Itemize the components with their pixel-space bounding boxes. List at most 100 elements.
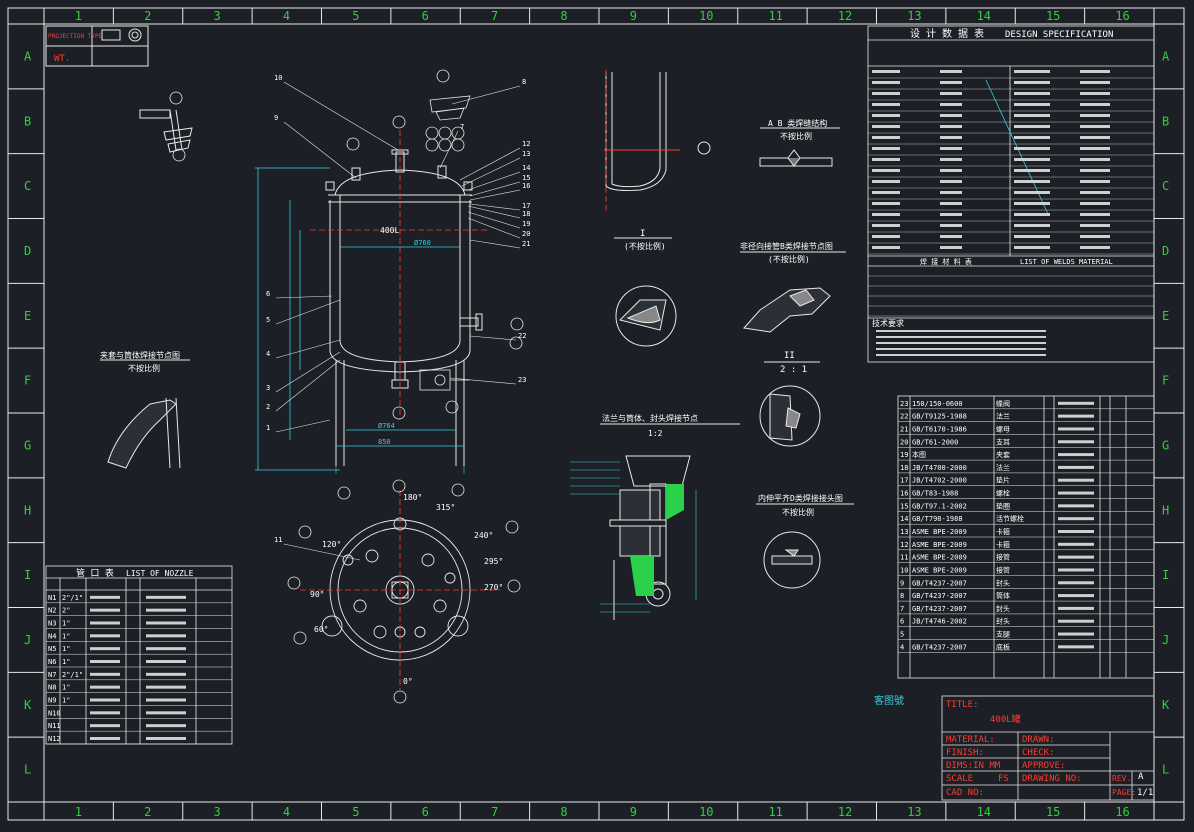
parts-row-mark [1058, 414, 1094, 418]
spec-text-mark [1014, 180, 1050, 183]
balloon-number: 17 [522, 202, 530, 210]
parts-row-std: JB/T4746-2002 [912, 618, 967, 626]
nozzle-row-id: N4 [48, 632, 56, 640]
column-number: 11 [768, 805, 782, 819]
spec-text-mark [1080, 81, 1110, 84]
nozzle-row-mark [90, 621, 120, 625]
finish-label: FINISH: [946, 748, 984, 758]
balloon-number: 18 [522, 210, 530, 218]
spec-text-mark [940, 147, 962, 150]
column-number: 4 [283, 9, 290, 23]
vessel-dimension-lines [255, 167, 464, 471]
column-number: 9 [630, 805, 637, 819]
parts-row-mark [1058, 606, 1094, 610]
nozzle-row-size: 1" [62, 645, 70, 653]
ab-weld-drawing [759, 149, 833, 167]
vessel-elevation [325, 149, 483, 466]
row-letter: I [1162, 568, 1169, 582]
spec-text-mark [1014, 158, 1050, 161]
spec-materials-header: 焊 接 材 料 表 [920, 257, 972, 266]
spec-text-mark [1014, 114, 1050, 117]
dim-760: Ø760 [414, 239, 431, 247]
angle-240: 240° [474, 531, 493, 540]
spec-text-mark [1080, 235, 1110, 238]
spec-text-mark [872, 81, 900, 84]
nozzle-row-mark [90, 595, 120, 599]
nozzle-row-mark [146, 634, 186, 638]
spec-text-mark [1014, 169, 1050, 172]
vessel-plan-view [321, 517, 471, 661]
column-number: 9 [630, 9, 637, 23]
flange-title: 法兰与筒体、封头焊接节点 [602, 413, 698, 423]
ab-weld-scale: 不按比例 [780, 131, 812, 141]
nozzle-row-mark [90, 711, 120, 715]
spec-text-mark [1080, 180, 1110, 183]
spec-text-mark [940, 169, 962, 172]
parts-row-std: GB/T61-2000 [912, 438, 958, 446]
parts-row-name: 垫片 [996, 476, 1010, 485]
column-number: 3 [213, 9, 220, 23]
row-letter: L [24, 763, 31, 777]
spec-text-mark [940, 246, 962, 249]
balloon-number: 6 [266, 290, 270, 298]
nozzle-row-mark [146, 711, 186, 715]
column-number: 14 [977, 805, 991, 819]
page-value: 1/1 [1137, 788, 1153, 798]
parts-row-no: 17 [900, 477, 908, 485]
design-spec-rows [868, 77, 1154, 317]
column-number: 13 [907, 9, 921, 23]
balloon-number: 9 [274, 114, 278, 122]
parts-row-mark [1058, 440, 1094, 444]
column-number: 10 [699, 9, 713, 23]
nozzle-row-mark [146, 621, 186, 625]
nozzle-row-size: 2"/1" [62, 594, 83, 602]
balloon-leader [275, 295, 333, 299]
row-letter: F [24, 374, 31, 388]
spec-text-mark [1014, 103, 1050, 106]
nozzle-row-size: 2"/1" [62, 671, 83, 679]
parts-row-std: ASME BPE-2009 [912, 554, 967, 562]
nozzle-row-size: 2" [62, 607, 70, 615]
balloon-number: 12 [522, 140, 530, 148]
row-letter: J [24, 633, 31, 647]
column-number: 3 [213, 805, 220, 819]
head-node-scale: 不按比例 [128, 363, 160, 373]
row-letter: A [24, 49, 32, 63]
angle-120: 120° [322, 540, 341, 549]
material-label: MATERIAL: [946, 735, 995, 745]
balloon-leader [275, 339, 341, 359]
parts-row-std: GB/T97.1-2002 [912, 502, 967, 510]
spec-text-mark [876, 354, 1046, 356]
nozzle-row-size: 1" [62, 684, 70, 692]
spec-text-mark [1080, 202, 1110, 205]
nozzle-row-mark [146, 737, 186, 740]
flange-dimensions [570, 461, 697, 613]
balloon-leader [275, 419, 331, 433]
angle-295: 295° [484, 557, 503, 566]
design-spec-table [867, 25, 1155, 363]
spec-text-mark [872, 202, 900, 205]
spec-text-mark [872, 136, 900, 139]
spec-text-mark [872, 147, 900, 150]
parts-row-std: GB/T4237-2007 [912, 643, 967, 651]
title-value: 400L罐 [990, 713, 1021, 725]
projection-type-label: PROJECTION TYPE [48, 33, 103, 40]
balloon-leader [451, 85, 521, 105]
spec-text-mark [876, 336, 1046, 338]
parts-row-name: 卡箍 [996, 527, 1010, 536]
balloon-number: 11 [274, 536, 282, 544]
nozzle-row-mark [90, 647, 120, 651]
balloon-leader [469, 189, 521, 201]
spec-text-mark [872, 213, 900, 216]
top-left-nozzle-detail [139, 109, 193, 153]
parts-row-no: 7 [900, 605, 904, 613]
parts-row-std: GB/T4237-2007 [912, 579, 967, 587]
parts-row-mark [1058, 645, 1094, 649]
parts-row-no: 12 [900, 541, 908, 549]
balloon-leader [459, 147, 521, 181]
nozzle-row-mark [90, 724, 120, 728]
rev-label: REV. [1112, 774, 1131, 783]
balloon-number: 13 [522, 150, 530, 158]
parts-row-std: GB/T9125-1988 [912, 413, 967, 421]
nozzle-row-size: 1" [62, 658, 70, 666]
